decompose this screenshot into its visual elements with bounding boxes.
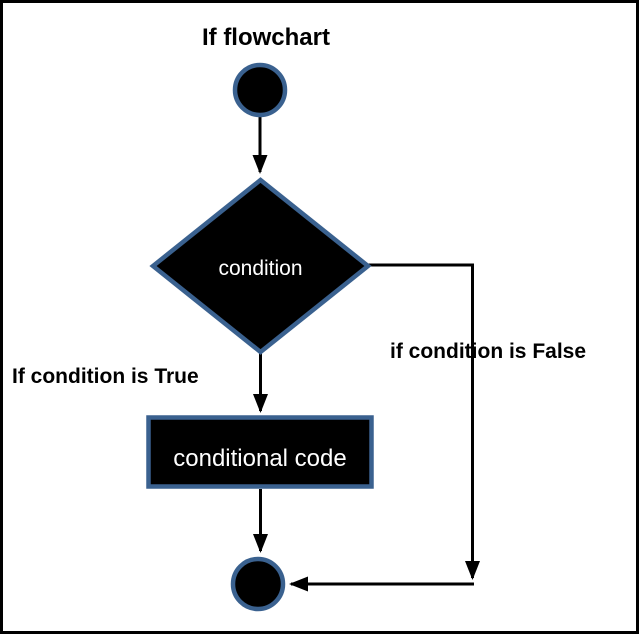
- start-node: [232, 62, 288, 118]
- decision-label: condition: [218, 257, 302, 280]
- end-node: [230, 556, 286, 612]
- flowchart-title: If flowchart: [202, 24, 330, 51]
- process-label: conditional code: [173, 445, 346, 472]
- decision-node: [149, 177, 372, 355]
- false-branch-label: if condition is False: [390, 340, 586, 363]
- true-branch-label: If condition is True: [12, 365, 199, 388]
- process-node: [146, 415, 374, 489]
